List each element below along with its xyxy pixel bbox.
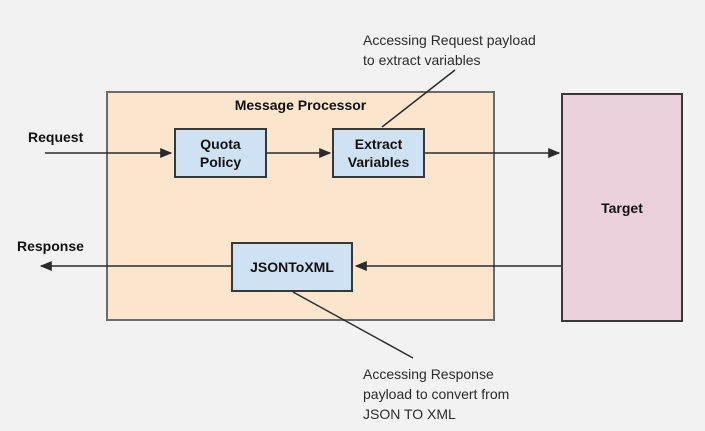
extract-variables-label-line1: Extract <box>354 136 403 152</box>
request-note-line2: to extract variables <box>363 52 481 68</box>
quota-policy-node: Quota Policy <box>174 128 267 178</box>
extract-variables-node: Extract Variables <box>332 128 425 178</box>
quota-policy-label-line2: Policy <box>199 154 242 170</box>
response-note-line1: Accessing Response <box>363 366 494 382</box>
target-node: Target <box>561 93 683 322</box>
quota-policy-label-line1: Quota <box>200 136 241 152</box>
jsontoxml-label: JSONToXML <box>250 259 334 275</box>
response-note-line2: payload to convert from <box>363 386 510 402</box>
target-label: Target <box>601 199 643 216</box>
response-annotation-note: Accessing Response payload to convert fr… <box>363 364 509 424</box>
request-label: Request <box>28 129 84 145</box>
extract-variables-label-line2: Variables <box>347 154 410 170</box>
response-note-line3: JSON TO XML <box>363 406 456 422</box>
request-note-line1: Accessing Request payload <box>363 32 536 48</box>
jsontoxml-node: JSONToXML <box>231 242 353 292</box>
message-processor-title: Message Processor <box>234 97 367 113</box>
request-annotation-note: Accessing Request payload to extract var… <box>363 30 536 70</box>
response-label: Response <box>17 238 84 254</box>
